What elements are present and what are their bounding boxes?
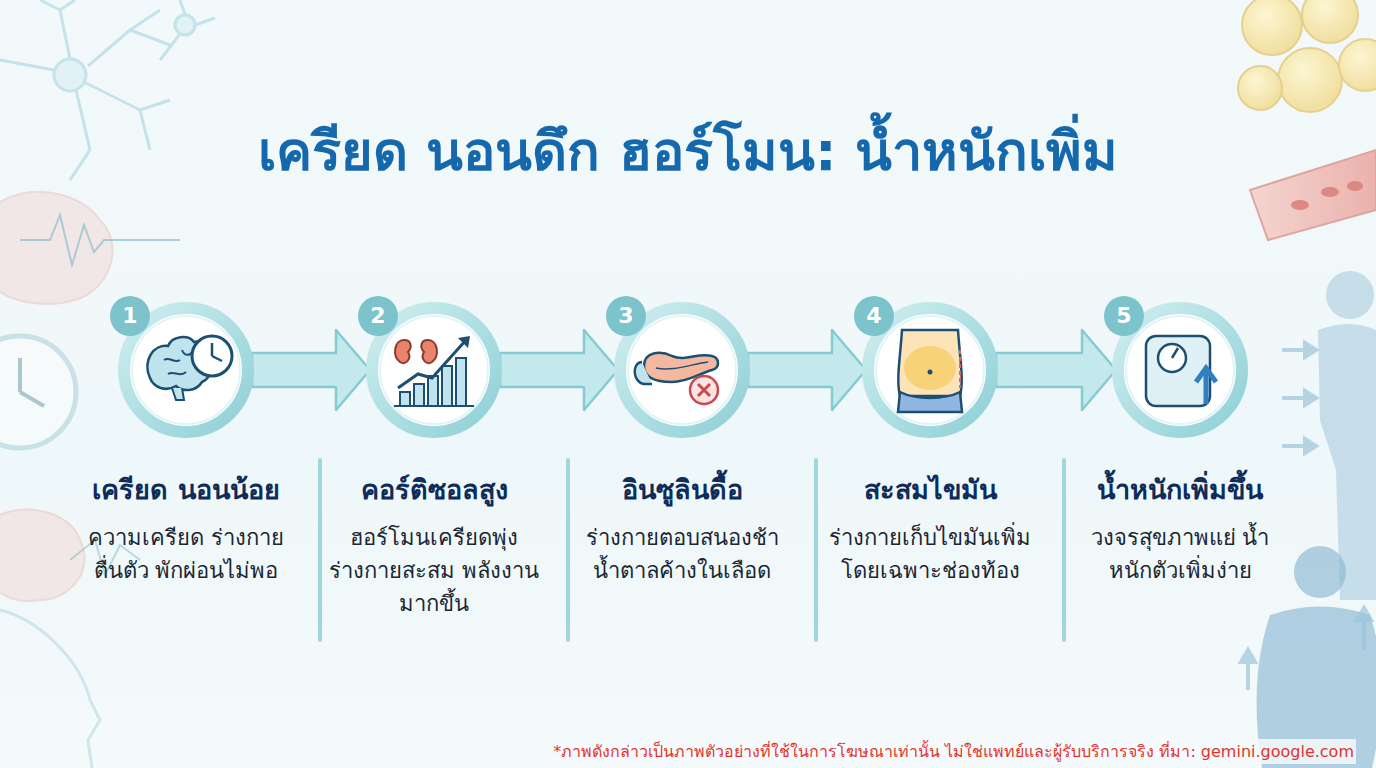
step-number: 3 (606, 296, 646, 336)
step-description: วงจรสุขภาพแย่ น้ำหนักตัวเพิ่มง่าย (1070, 521, 1290, 587)
flow-arrow (500, 330, 618, 410)
flow-arrow (748, 330, 866, 410)
step-number: 2 (358, 296, 398, 336)
step-description: ร่างกายตอบสนองช้า น้ำตาลค้างในเลือด (572, 521, 792, 587)
step-heading: น้ำหนักเพิ่มขึ้น (1057, 468, 1303, 511)
head-outline (0, 610, 100, 768)
growth-arrows (1241, 343, 1371, 690)
neuron-art (0, 0, 215, 180)
step-heading: คอร์ติซอลสูง (311, 468, 557, 511)
icon-circle: 5 (1110, 300, 1250, 440)
step-heading: สะสมไขมัน (807, 468, 1053, 511)
step-node: 4 สะสมไขมันร่างกายเก็บไขมันเพิ่ม โดยเฉพาะ… (807, 300, 1053, 587)
step-description: ฮอร์โมนเครียดพุ่ง ร่างกายสะสม พลังงานมาก… (324, 521, 544, 620)
step-heading: อินซูลินดื้อ (559, 468, 805, 511)
step-description: ความเครียด ร่างกายตื่นตัว พักผ่อนไม่พอ (76, 521, 296, 587)
blood-vessel-art (1250, 150, 1376, 240)
icon-circle: 1 (116, 300, 256, 440)
step-node: 2 คอร์ติซอลสูงฮอร์โมนเครียดพุ่ง ร่างกายสะ… (311, 300, 557, 620)
step-description: ร่างกายเก็บไขมันเพิ่ม โดยเฉพาะช่องท้อง (820, 521, 1040, 587)
disclaimer-note: *ภาพดังกล่าวเป็นภาพตัวอย่างที่ใช้ในการโฆ… (551, 739, 1356, 764)
step-number: 1 (110, 296, 150, 336)
pulse-line (20, 215, 180, 265)
step-node: 1 เครียด นอนน้อยความเครียด ร่างกายตื่นตัว… (63, 300, 309, 587)
body-silhouette (1257, 546, 1376, 768)
flow-arrow (996, 330, 1116, 410)
icon-circle: 3 (612, 300, 752, 440)
step-node: 5 น้ำหนักเพิ่มขึ้นวงจรสุขภาพแย่ น้ำหนักตั… (1057, 300, 1303, 587)
icon-circle: 2 (364, 300, 504, 440)
step-number: 5 (1104, 296, 1144, 336)
fat-cell-art (1238, 0, 1376, 112)
step-number: 4 (854, 296, 894, 336)
flow-arrow (252, 330, 370, 410)
diagram-title: เครียด นอนดึก ฮอร์โมน: น้ำหนักเพิ่ม (0, 108, 1376, 194)
step-node: 3 อินซูลินดื้อร่างกายตอบสนองช้า น้ำตาลค้า… (559, 300, 805, 587)
clock-art (0, 336, 76, 448)
icon-circle: 4 (860, 300, 1000, 440)
step-heading: เครียด นอนน้อย (63, 468, 309, 511)
